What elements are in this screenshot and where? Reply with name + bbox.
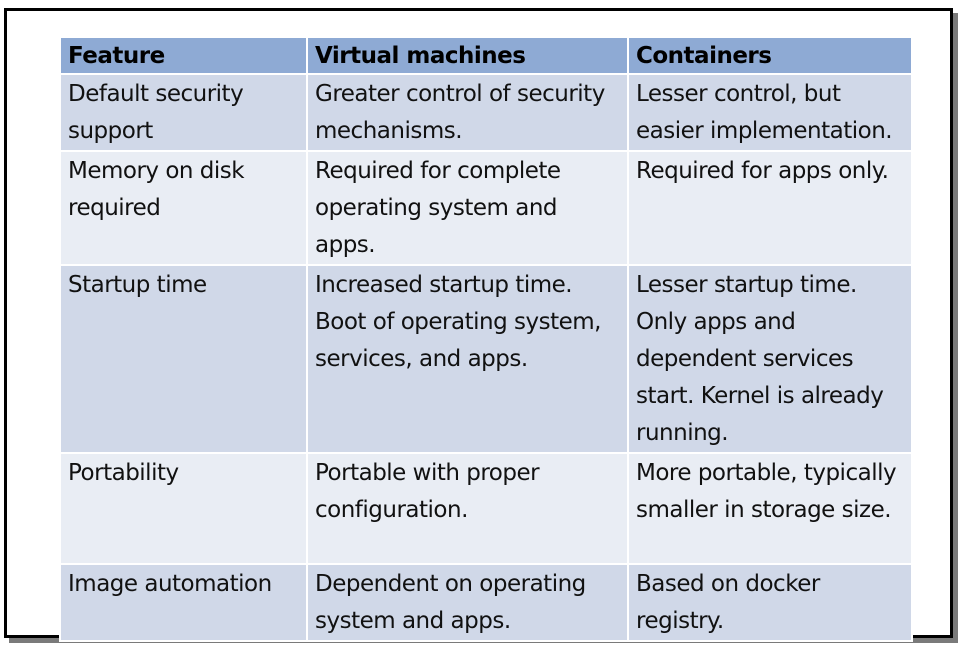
cell-containers: Lesser control, but easier implementatio… — [627, 73, 913, 152]
table-row: Portability Portable with proper configu… — [59, 452, 913, 565]
cell-vm: Greater control of security mechanisms. — [306, 73, 629, 152]
cell-feature: Portability — [59, 452, 308, 565]
cell-feature: Memory on disk required — [59, 150, 308, 266]
header-containers: Containers — [627, 36, 913, 75]
cell-vm: Portable with proper configuration. — [306, 452, 629, 565]
cell-containers: More portable, typically smaller in stor… — [627, 452, 913, 565]
header-virtual-machines: Virtual machines — [306, 36, 629, 75]
comparison-table: Feature Virtual machines Containers Defa… — [59, 36, 913, 642]
cell-containers: Lesser startup time. Only apps and depen… — [627, 264, 913, 454]
header-feature: Feature — [59, 36, 308, 75]
table-row: Startup time Increased startup time. Boo… — [59, 264, 913, 454]
cell-vm: Increased startup time. Boot of operatin… — [306, 264, 629, 454]
table-row: Image automation Dependent on operating … — [59, 563, 913, 642]
table-row: Memory on disk required Required for com… — [59, 150, 913, 266]
cell-vm: Required for complete operating system a… — [306, 150, 629, 266]
cell-containers: Based on docker registry. — [627, 563, 913, 642]
cell-feature: Default security support — [59, 73, 308, 152]
table-header-row: Feature Virtual machines Containers — [59, 36, 913, 75]
cell-containers: Required for apps only. — [627, 150, 913, 266]
cell-vm: Dependent on operating system and apps. — [306, 563, 629, 642]
table-row: Default security support Greater control… — [59, 73, 913, 152]
slide-frame: Feature Virtual machines Containers Defa… — [4, 8, 953, 642]
cell-feature: Startup time — [59, 264, 308, 454]
cell-feature: Image automation — [59, 563, 308, 642]
